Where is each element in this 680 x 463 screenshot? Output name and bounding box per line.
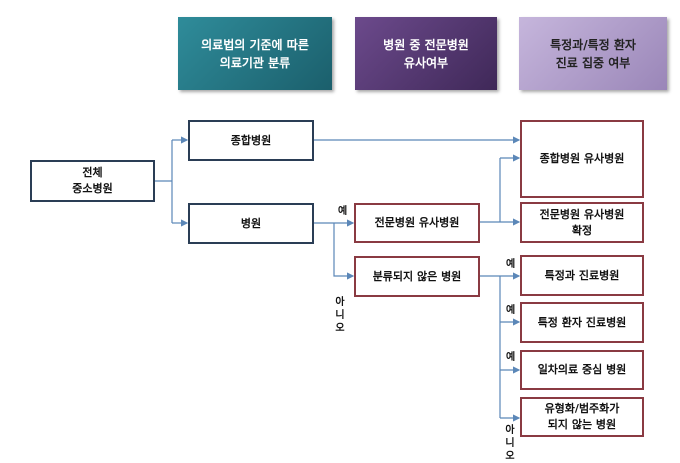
node-specific-patient: 특정 환자 진료병원: [520, 302, 644, 343]
node-hospital: 병원: [188, 203, 314, 244]
node-general-hospital: 종합병원: [188, 120, 314, 161]
header-specialty-similarity: 병원 중 전문병원 유사여부: [355, 17, 497, 90]
node-specific-dept: 특정과 진료병원: [520, 255, 644, 296]
label-no: 아 니 오: [335, 296, 345, 335]
node-primary-care: 일차의료 중심 병원: [520, 350, 644, 390]
label-no: 아 니 오: [505, 424, 515, 463]
node-specialty-confirmed: 전문병원 유사병원 확정: [520, 202, 644, 243]
label-yes: 예: [506, 259, 516, 270]
label-yes: 예: [506, 305, 516, 316]
label-no-char: 아: [335, 297, 345, 308]
connector-specialty: [480, 158, 501, 223]
node-unclassified: 분류되지 않은 병원: [354, 256, 480, 297]
label-no-char: 니: [335, 310, 345, 321]
node-not-typed: 유형화/범주화가 되지 않는 병원: [520, 397, 644, 437]
label-no-char: 오: [505, 451, 515, 462]
label-yes: 예: [506, 352, 516, 363]
label-yes: 예: [338, 206, 348, 217]
arrow-to-unclassified: [333, 223, 355, 280]
node-all-small-hospitals: 전체 중소병원: [30, 160, 155, 202]
label-no-char: 니: [505, 438, 515, 449]
node-specialty-similar: 전문병원 유사병원: [354, 203, 480, 243]
label-no-char: 아: [505, 425, 515, 436]
connector-root: [155, 140, 173, 223]
header-specific-focus: 특정과/특정 환자 진료 집중 여부: [519, 17, 667, 90]
connector-unclassified: [480, 275, 501, 418]
label-no-char: 오: [335, 323, 345, 334]
header-medical-law-classification: 의료법의 기준에 따른 의료기관 분류: [178, 17, 332, 90]
node-general-similar: 종합병원 유사병원: [520, 120, 644, 198]
